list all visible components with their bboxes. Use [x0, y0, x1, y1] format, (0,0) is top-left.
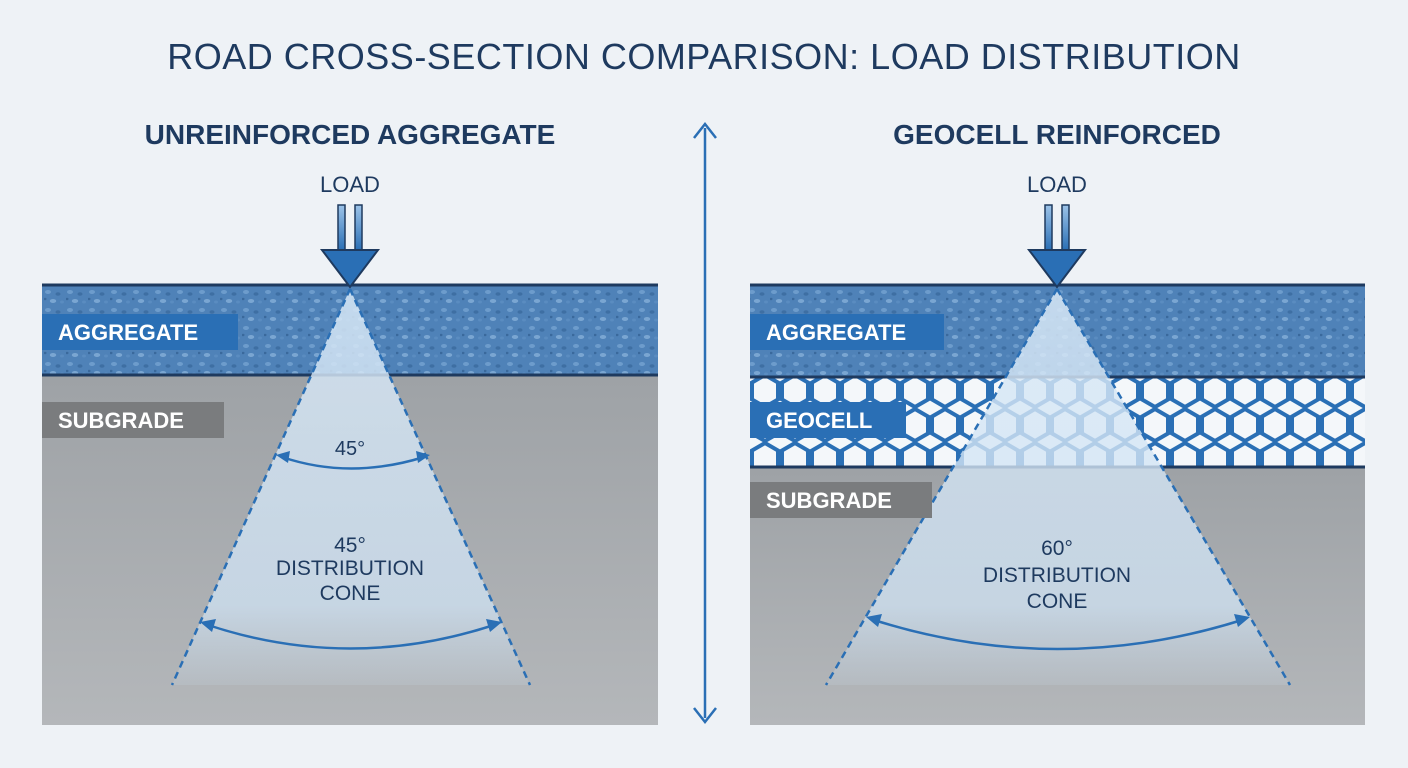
right-cone-edge-right	[1055, 288, 1292, 686]
right-cone-label-3: CONE	[1027, 590, 1088, 613]
left-panel-heading: UNREINFORCED AGGREGATE	[145, 119, 556, 150]
left-angle-arc-upper	[281, 455, 425, 470]
left-load-label: LOAD	[320, 172, 380, 197]
left-subgrade-label: SUBGRADE	[58, 408, 184, 433]
right-subgrade-label: SUBGRADE	[766, 488, 892, 513]
diagram-title: ROAD CROSS-SECTION COMPARISON: LOAD DIST…	[167, 36, 1241, 77]
right-geocell-label: GEOCELL	[766, 408, 872, 433]
right-load-label: LOAD	[1027, 172, 1087, 197]
left-aggregate-label: AGGREGATE	[58, 320, 198, 345]
right-panel: AGGREGATE GEOCELL SUBGRADE 60° DISTRIBUT…	[750, 119, 1365, 725]
left-distribution-cone	[172, 289, 530, 685]
divider-arrow-icon	[693, 121, 717, 725]
left-angle-arc-lower	[207, 623, 495, 650]
left-panel: AGGREGATE SUBGRADE 45° 45° DISTRIBUTION …	[42, 119, 658, 725]
left-angle-label: 45°	[335, 438, 365, 460]
right-aggregate-label: AGGREGATE	[766, 320, 906, 345]
left-cone-edge-left	[170, 288, 352, 686]
right-cone-label-2: DISTRIBUTION	[983, 564, 1131, 587]
left-cone-label-2: DISTRIBUTION	[276, 557, 424, 580]
left-cone-label-3: CONE	[320, 582, 381, 605]
right-distribution-cone	[826, 289, 1290, 685]
right-load-arrow-icon	[1026, 204, 1088, 289]
right-panel-heading: GEOCELL REINFORCED	[893, 119, 1221, 150]
right-cone-edge-left	[824, 288, 1059, 686]
right-angle-arc-lower	[873, 618, 1243, 651]
left-cone-label-1: 45°	[334, 534, 366, 557]
left-cone-edge-right	[348, 288, 532, 686]
left-load-arrow-icon	[319, 204, 381, 289]
right-cone-label-1: 60°	[1041, 537, 1073, 560]
